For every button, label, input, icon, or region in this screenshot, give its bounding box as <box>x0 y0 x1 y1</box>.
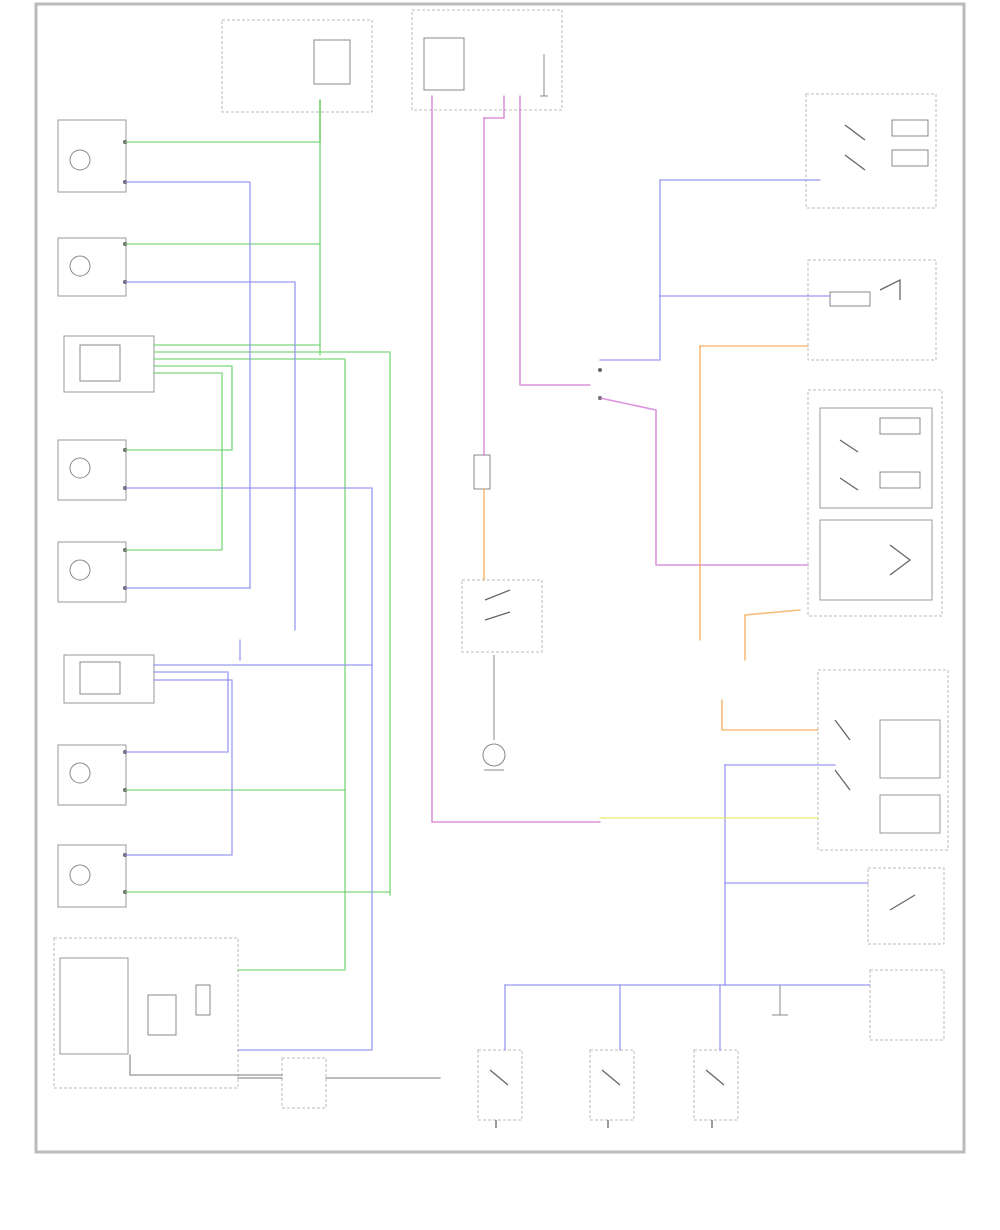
wire-blue <box>124 671 229 753</box>
top-center-module <box>411 9 563 111</box>
switch-icon <box>844 124 866 171</box>
wire-magenta <box>483 95 505 119</box>
component-box <box>57 439 127 501</box>
switch-icon <box>839 439 859 491</box>
wire-gray <box>129 1054 283 1076</box>
component-box <box>57 541 127 603</box>
control-module-inner <box>59 957 129 1055</box>
wire-green <box>124 372 223 551</box>
bottom-switches <box>281 1049 739 1128</box>
component-box <box>63 654 155 704</box>
motor-icon <box>69 559 91 581</box>
component-box <box>57 119 127 193</box>
motor-icon <box>889 544 912 576</box>
wire-magenta <box>519 95 591 386</box>
motor-icon <box>69 255 91 277</box>
relay-icon <box>147 994 177 1036</box>
component-box <box>57 744 127 806</box>
wire-blue <box>124 181 251 589</box>
switch-icon <box>484 589 511 621</box>
wire-blue <box>124 679 233 856</box>
right-component-2 <box>807 259 937 361</box>
left-components <box>53 119 239 1089</box>
wire-blue <box>124 487 373 1051</box>
right-component-6 <box>869 969 945 1041</box>
diagram-border <box>34 2 966 1154</box>
wire-magenta <box>431 95 601 823</box>
bottom-connector <box>281 1057 327 1109</box>
right-component-4 <box>817 669 949 851</box>
switch-icon <box>889 894 916 911</box>
component-box <box>57 844 127 908</box>
motor-icon <box>69 457 91 479</box>
wire-green <box>153 351 391 896</box>
component-box <box>63 335 155 393</box>
fuse-icon <box>313 39 351 85</box>
bottom-switch-1 <box>477 1049 523 1121</box>
right-components <box>772 93 949 1041</box>
right-component-1 <box>805 93 937 209</box>
wires <box>124 95 871 1079</box>
switch-icon <box>879 278 901 300</box>
bottom-switch-2 <box>589 1049 635 1121</box>
motor-icon <box>69 864 91 886</box>
connector-icon <box>473 454 491 490</box>
center-switch <box>461 579 543 653</box>
top-components <box>221 9 563 113</box>
center-components <box>461 368 602 771</box>
fuse-block <box>423 37 465 91</box>
motor-icon <box>69 149 91 171</box>
wire-orange <box>721 699 819 731</box>
connector-icon <box>79 344 121 382</box>
wire-green <box>124 365 233 451</box>
control-module <box>53 937 239 1089</box>
wire-blue <box>124 281 296 631</box>
switch-icon <box>601 1069 621 1128</box>
ground-icon <box>482 743 506 767</box>
component-box <box>57 237 127 297</box>
resistor-icon <box>195 984 211 1016</box>
right-component-3 <box>807 389 943 617</box>
wire-orange <box>744 609 801 616</box>
switch-icon <box>705 1069 725 1128</box>
wire-magenta <box>599 397 809 566</box>
motor-icon <box>69 762 91 784</box>
right-component-5 <box>867 867 945 945</box>
switch-icon <box>489 1069 509 1128</box>
wire-blue <box>599 179 661 361</box>
connector-icon <box>79 661 121 695</box>
top-left-module <box>221 19 373 113</box>
bottom-switch-3 <box>693 1049 739 1121</box>
switch-icon <box>834 719 851 791</box>
